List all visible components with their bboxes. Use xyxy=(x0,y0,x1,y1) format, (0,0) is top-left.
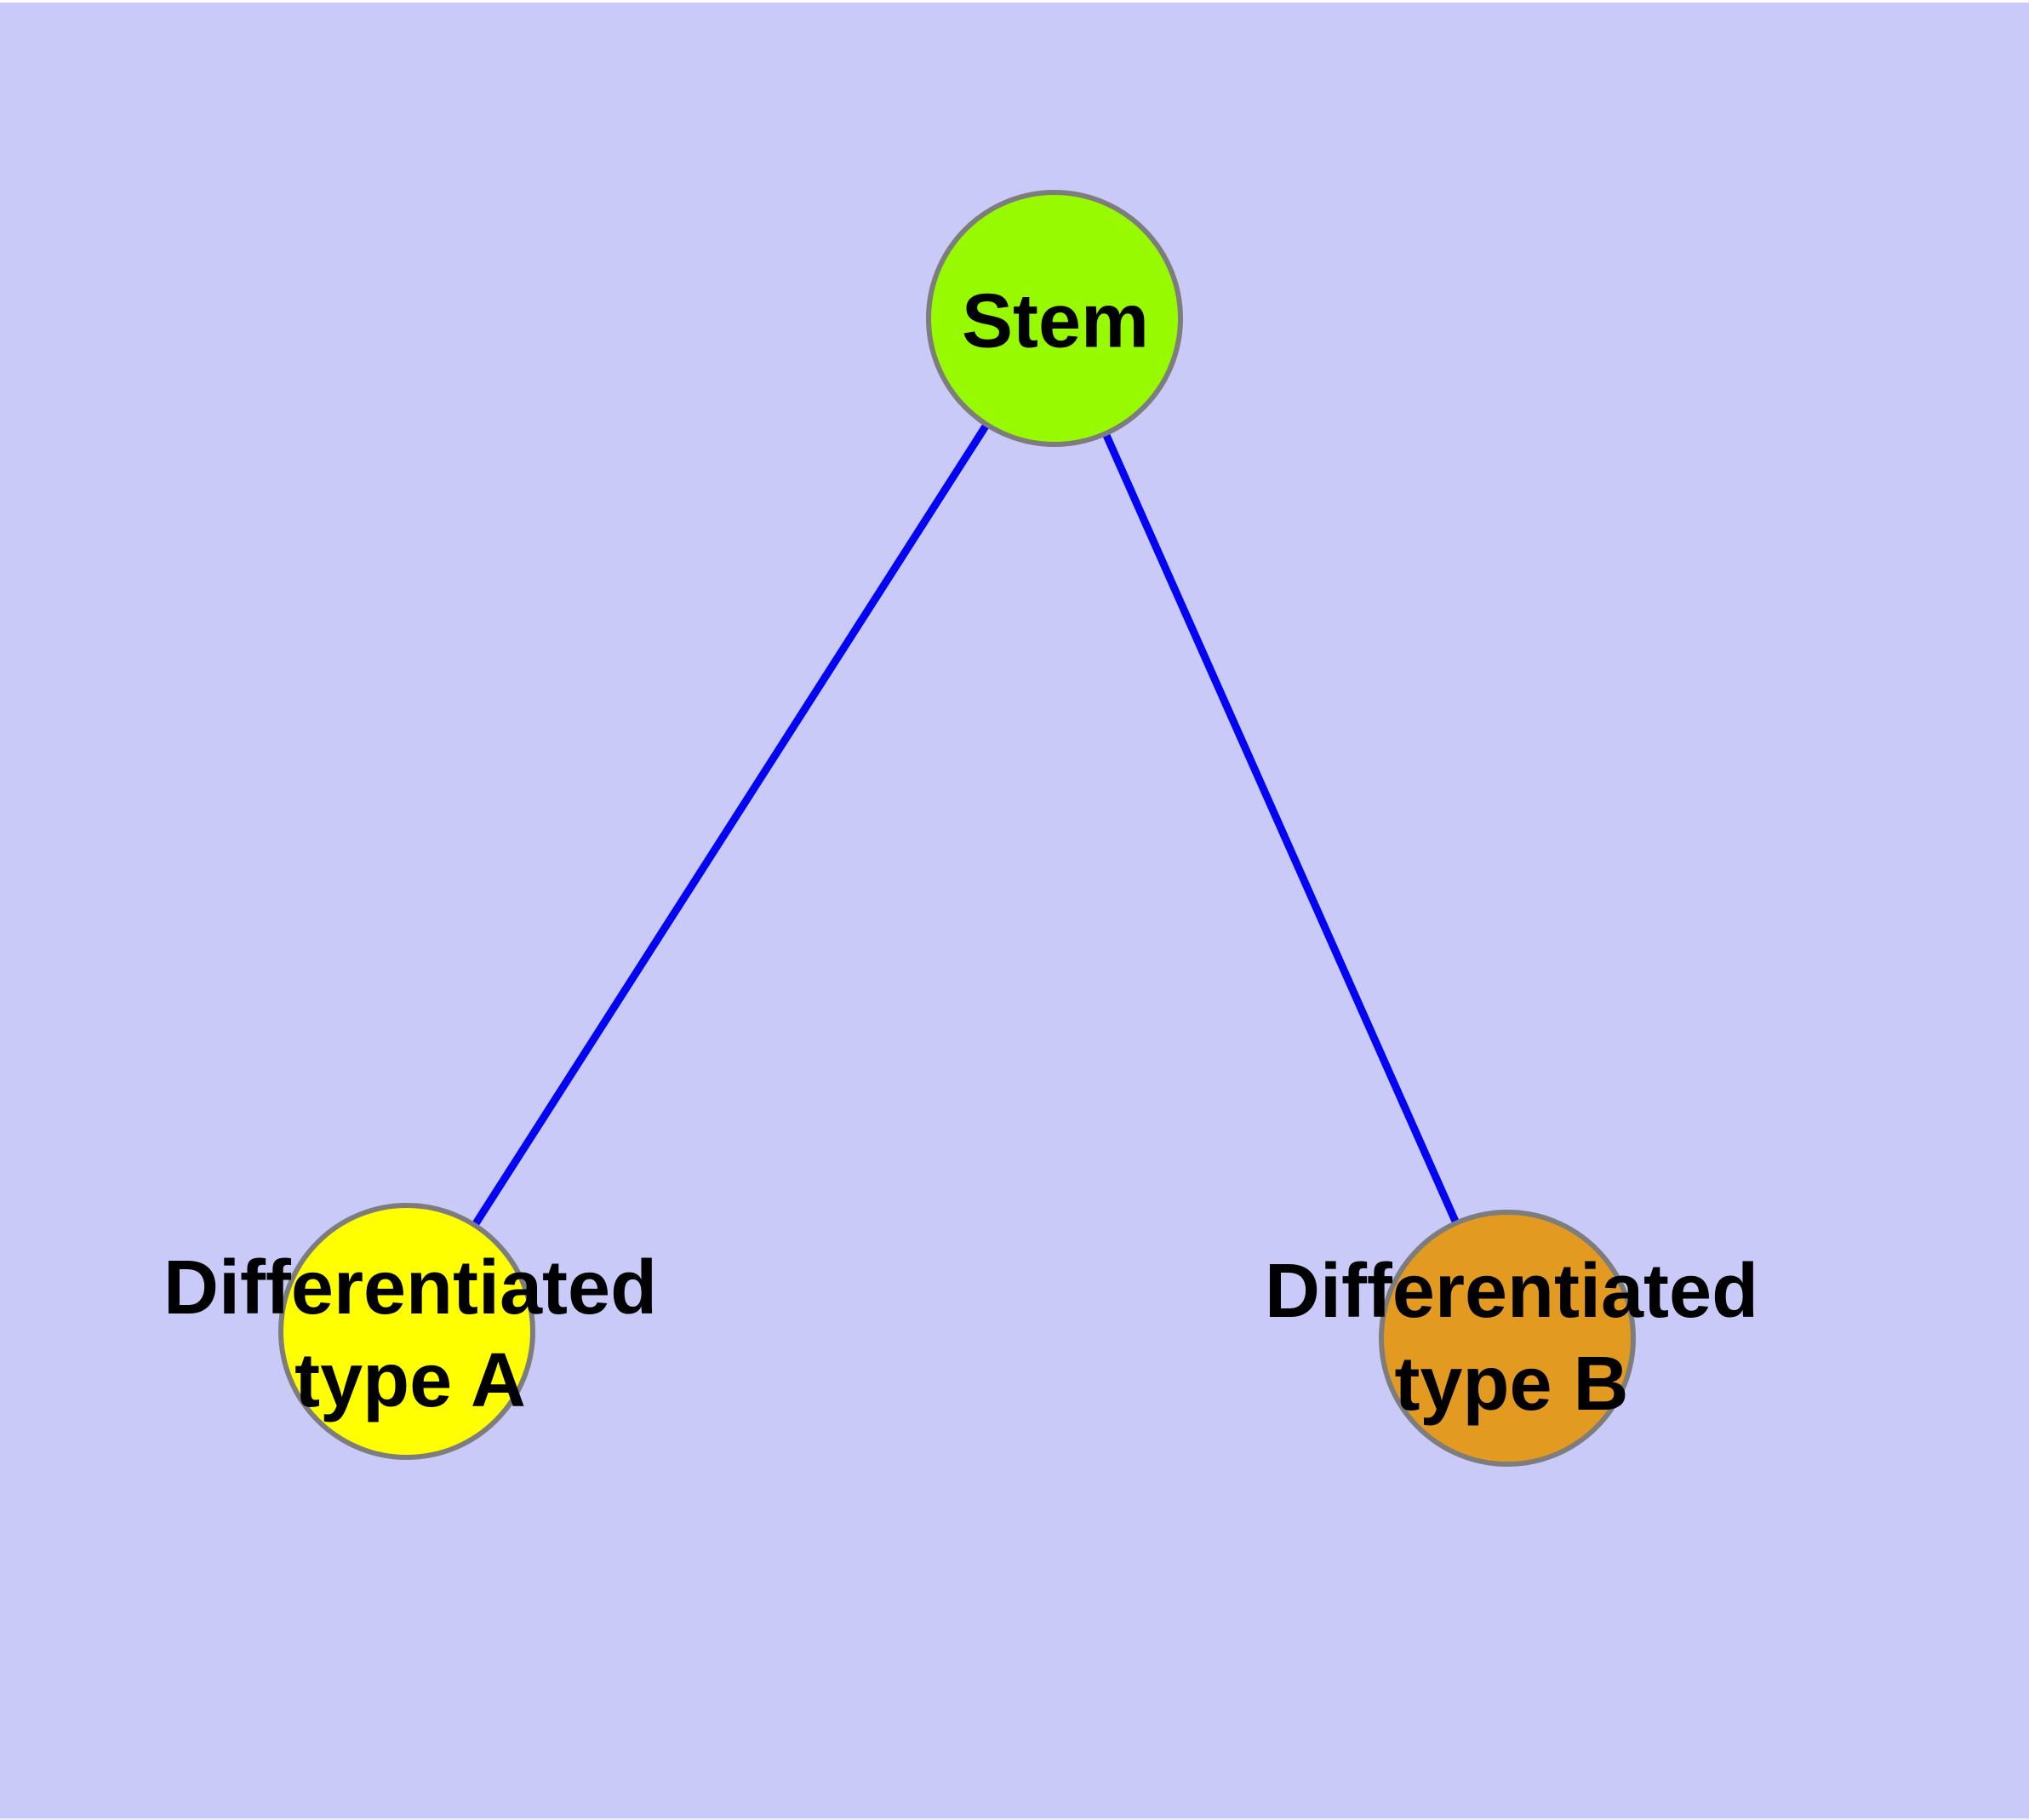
canvas-bottom-edge-highlight xyxy=(0,1818,2029,1820)
edge-stem-to-type-b xyxy=(1050,317,1512,1340)
canvas-top-edge-highlight xyxy=(0,0,2029,3)
node-circle-stem xyxy=(926,190,1183,447)
node-circle-differentiated-type-b xyxy=(1379,1210,1636,1467)
edge-stem-to-type-a xyxy=(403,316,1058,1334)
node-circle-differentiated-type-a xyxy=(278,1203,535,1460)
